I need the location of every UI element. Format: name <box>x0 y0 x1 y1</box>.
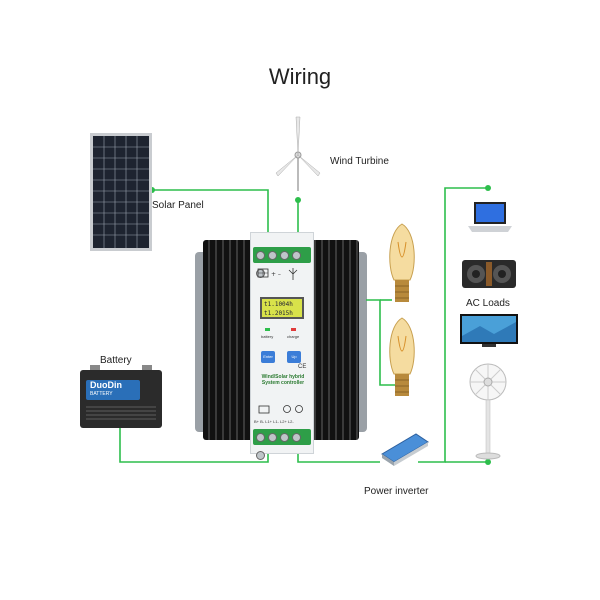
battery-icon: DuoDin BATTERY <box>80 365 162 428</box>
lcd-display: t1.1004h t1.2015h <box>260 297 304 319</box>
controller-name: Wind/Solar hybrid System controller <box>255 374 311 386</box>
up-button[interactable]: Up <box>287 351 301 363</box>
solar-panel-label: Solar Panel <box>152 200 204 211</box>
charge-led-label: charge <box>287 334 300 339</box>
ce-mark: CE <box>298 364 307 370</box>
wind-turbine-icon <box>275 116 321 191</box>
enter-button[interactable]: Enter <box>261 351 275 363</box>
light-bulb-1-icon <box>389 223 415 302</box>
output-terminals <box>253 429 311 460</box>
hybrid-charge-controller: + – t1.1004h t1.2015h battery charge Ent… <box>195 232 367 460</box>
television-icon <box>460 314 518 347</box>
svg-text:+ –: + – <box>271 271 281 278</box>
output-terminal-labels: B+ B- L1+ L1- L2+ L2- <box>254 419 294 424</box>
battery-terminal-left <box>90 365 100 370</box>
wind-turbine-label: Wind Turbine <box>330 156 389 167</box>
ac-loads-label: AC Loads <box>466 298 510 309</box>
battery-terminal-right <box>142 365 152 370</box>
input-symbols-icon: + – <box>257 268 298 280</box>
lcd-line-2: t1.2015h <box>264 310 293 317</box>
charge-led <box>291 328 296 331</box>
power-inverter-icon <box>381 433 429 466</box>
diagram-title: Wiring <box>268 64 332 89</box>
battery-label: Battery <box>100 355 132 366</box>
battery-brand-badge: DuoDin BATTERY <box>86 380 140 400</box>
speaker-icon <box>462 260 516 288</box>
controller-name-line-2: System controller <box>261 380 305 386</box>
controller-name-line-1: Wind/Solar hybrid <box>261 374 305 380</box>
input-terminals <box>253 247 311 278</box>
controller-face: + – t1.1004h t1.2015h battery charge Ent… <box>250 232 314 460</box>
battery-brand: DuoDin <box>90 380 122 390</box>
battery-label-lines <box>86 406 156 420</box>
solar-panel-icon <box>90 133 152 251</box>
battery-led <box>265 328 270 331</box>
fan-icon <box>469 363 507 460</box>
power-inverter-label: Power inverter <box>364 486 429 497</box>
battery-brand-sub: BATTERY <box>90 391 113 397</box>
laptop-icon <box>468 202 512 232</box>
light-bulb-2-icon <box>389 317 415 396</box>
output-symbols-icon <box>258 405 303 414</box>
battery-led-label: battery <box>261 334 274 339</box>
heatsink-left <box>203 240 253 440</box>
lcd-line-1: t1.1004h <box>264 301 293 308</box>
heatsink-right <box>309 240 359 440</box>
